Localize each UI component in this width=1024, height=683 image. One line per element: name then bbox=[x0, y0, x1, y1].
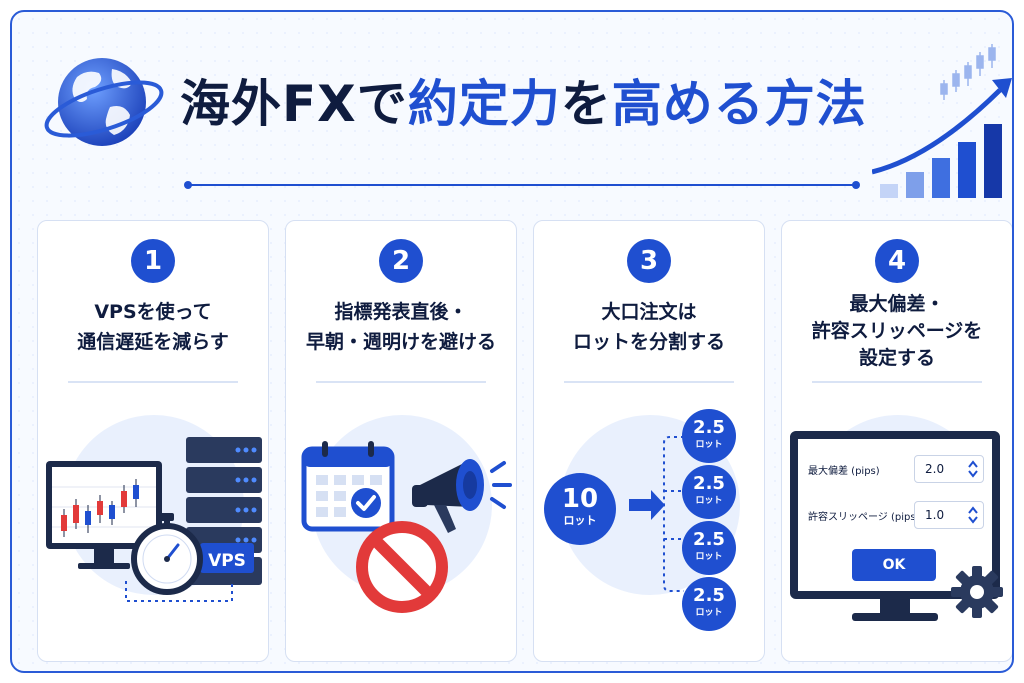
calendar-check-icon bbox=[301, 441, 395, 532]
total-lot-value: 10 bbox=[561, 484, 599, 514]
slippage-input[interactable]: 1.0 bbox=[914, 501, 984, 529]
card-divider bbox=[68, 381, 238, 383]
card-divider bbox=[812, 381, 982, 383]
spinner-icon[interactable] bbox=[968, 459, 978, 479]
split-lot-unit: ロット bbox=[695, 440, 723, 450]
split-lot-value: 2.5 bbox=[693, 585, 725, 606]
step-illustration: VPS bbox=[38, 401, 270, 651]
megaphone-icon bbox=[412, 459, 512, 533]
step-illustration: 最大偏差 (pips) 2.0 許容スリッページ (pips) 1.0 bbox=[782, 401, 1012, 651]
title-part-4: 高める方法 bbox=[611, 75, 867, 133]
step-illustration: 10 ロット 2.5 ロット 2.5 ロット 2.5 ロット 2.5 ロット bbox=[534, 401, 766, 651]
ok-button[interactable]: OK bbox=[852, 549, 936, 581]
step-card-1: 1 VPSを使って 通信遅延を減らす bbox=[37, 220, 269, 662]
split-bracket-line bbox=[663, 436, 684, 592]
split-lot-value: 2.5 bbox=[693, 417, 725, 438]
server-icon bbox=[186, 437, 262, 585]
title-part-3: を bbox=[560, 75, 612, 133]
arrow-right-icon bbox=[629, 490, 665, 520]
step-number: 4 bbox=[875, 239, 919, 283]
step-number: 3 bbox=[627, 239, 671, 283]
title-part-2: 約定力 bbox=[407, 75, 561, 133]
card-divider bbox=[564, 381, 734, 383]
split-lot-circle: 2.5 ロット bbox=[682, 521, 736, 575]
step-number: 2 bbox=[379, 239, 423, 283]
max-deviation-input[interactable]: 2.0 bbox=[914, 455, 984, 483]
split-lot-unit: ロット bbox=[695, 496, 723, 506]
gear-icon bbox=[951, 566, 1003, 618]
step-title: VPSを使って 通信遅延を減らす bbox=[77, 301, 229, 353]
split-lot-circle: 2.5 ロット bbox=[682, 577, 736, 631]
step-illustration bbox=[286, 401, 518, 651]
monitor-stand bbox=[880, 599, 910, 615]
slippage-row: 許容スリッページ (pips) 1.0 bbox=[808, 501, 984, 531]
split-lot-circle: 2.5 ロット bbox=[682, 409, 736, 463]
total-lot-unit: ロット bbox=[563, 514, 597, 527]
page-title: 海外FXで約定力を高める方法 bbox=[180, 74, 867, 134]
stopwatch-icon bbox=[131, 513, 203, 595]
growth-chart-icon bbox=[872, 44, 1012, 198]
step-card-3: 3 大口注文は ロットを分割する 10 ロット 2.5 ロット 2.5 ロット bbox=[533, 220, 765, 662]
monitor-base bbox=[852, 613, 938, 621]
split-lot-circle: 2.5 ロット bbox=[682, 465, 736, 519]
max-deviation-label: 最大偏差 (pips) bbox=[808, 466, 880, 477]
total-lot-circle: 10 ロット bbox=[544, 473, 616, 545]
connection-line bbox=[125, 581, 233, 602]
slippage-value: 1.0 bbox=[925, 508, 945, 522]
infographic-frame: 海外FXで約定力を高める方法 1 VPSを使って 通信遅延を減らす bbox=[10, 10, 1014, 673]
max-deviation-row: 最大偏差 (pips) 2.0 bbox=[808, 455, 984, 485]
prohibited-icon bbox=[356, 521, 448, 613]
step-card-2: 2 指標発表直後・ 早朝・週明けを避ける bbox=[285, 220, 517, 662]
monitor-chart-icon bbox=[46, 461, 162, 569]
title-part-1: 海外FXで bbox=[180, 75, 408, 133]
max-deviation-value: 2.0 bbox=[925, 462, 945, 476]
step-title: 最大偏差・ 許容スリッページを 設定する bbox=[811, 293, 983, 369]
split-lot-unit: ロット bbox=[695, 608, 723, 618]
title-divider bbox=[184, 181, 860, 189]
globe-icon bbox=[44, 58, 164, 146]
step-title: 大口注文は ロットを分割する bbox=[572, 301, 725, 353]
spinner-icon[interactable] bbox=[968, 505, 978, 525]
step-number: 1 bbox=[131, 239, 175, 283]
split-lot-value: 2.5 bbox=[693, 473, 725, 494]
monitor-icon: 最大偏差 (pips) 2.0 許容スリッページ (pips) 1.0 bbox=[790, 431, 1000, 599]
split-lot-value: 2.5 bbox=[693, 529, 725, 550]
step-card-4: 4 最大偏差・ 許容スリッページを 設定する 最大偏差 (pips) 2.0 bbox=[781, 220, 1012, 662]
vps-label: VPS bbox=[208, 551, 246, 571]
slippage-label: 許容スリッページ (pips) bbox=[808, 512, 920, 523]
step-title: 指標発表直後・ 早朝・週明けを避ける bbox=[305, 301, 496, 353]
split-lot-unit: ロット bbox=[695, 552, 723, 562]
card-divider bbox=[316, 381, 486, 383]
